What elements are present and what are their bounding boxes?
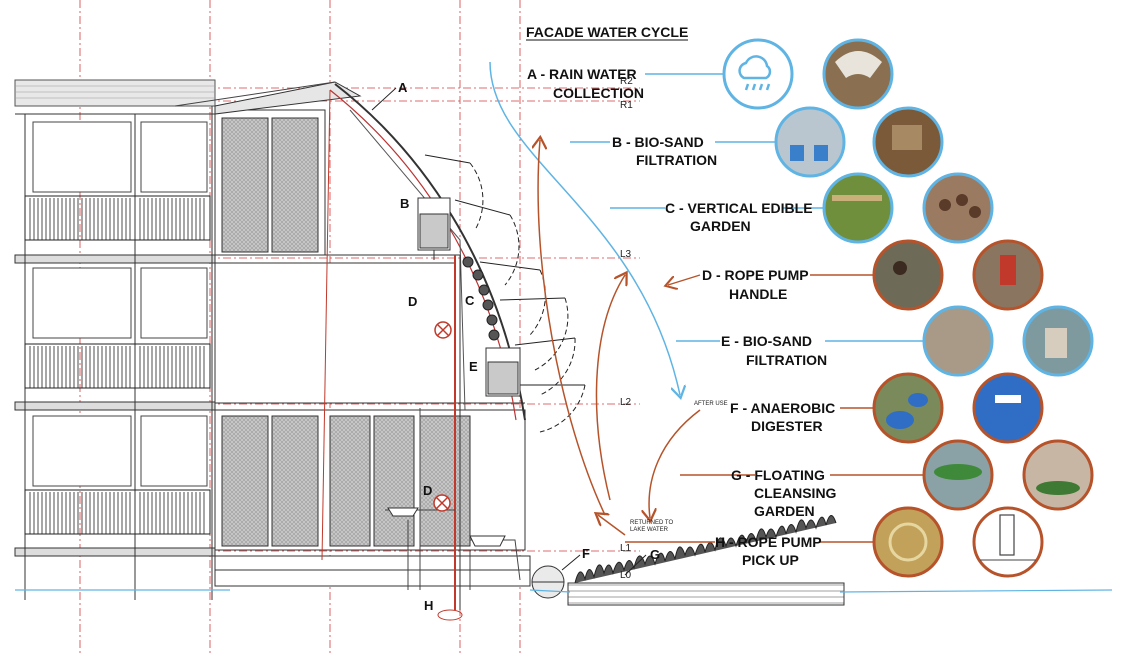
lift-flow-curve: [595, 275, 625, 501]
level-l3: L3: [620, 249, 632, 260]
step-labels: A - RAIN WATER COLLECTION B - BIO-SAND F…: [527, 66, 837, 568]
step-e-label-2: FILTRATION: [746, 352, 827, 368]
photo-digester-2: [972, 372, 1044, 444]
tag-g: G: [650, 547, 660, 562]
sinks: [387, 507, 506, 547]
step-d-label: D - ROPE PUMP: [702, 267, 809, 283]
floating-garden: [567, 515, 845, 606]
step-h-label-2: PICK UP: [742, 552, 799, 568]
photo-rope-pump-handle-1: [872, 239, 944, 311]
tag-leaders: [371, 87, 647, 576]
step-f-label-2: DIGESTER: [751, 418, 823, 434]
returned-note-1: RETURNED TO: [630, 520, 673, 526]
building-left-block: [14, 79, 216, 600]
photo-digester-1: [872, 372, 944, 444]
photo-biosand-2: [872, 106, 944, 178]
returned-note-2: LAKE WATER: [630, 527, 669, 533]
anaerobic-digester: [531, 565, 565, 599]
photo-rope-pump-handle-2: [972, 239, 1044, 311]
photo-rain-collection: [822, 38, 894, 110]
level-l0: L0: [620, 570, 632, 581]
tag-d1: D: [408, 294, 417, 309]
step-e-label: E - BIO-SAND: [721, 333, 812, 349]
photo-biosand-1: [774, 106, 846, 178]
tag-c: C: [465, 293, 475, 308]
photo-biosand-e-2: [1022, 305, 1094, 377]
step-b-label: B - BIO-SAND: [612, 134, 704, 150]
photo-biosand-e-1: [922, 305, 994, 377]
rope-pump-wheels: [433, 321, 452, 512]
step-a-label: A - RAIN WATER: [527, 66, 637, 82]
step-g-label-2: CLEANSING: [754, 485, 837, 501]
rain-collection-icon-circle: [722, 38, 794, 110]
rain-cloud-icon: [738, 55, 772, 91]
photo-rope-pump-pickup-2: [972, 506, 1044, 578]
tag-b: B: [400, 196, 409, 211]
step-a-label-2: COLLECTION: [553, 85, 644, 101]
photo-circles: [722, 38, 1094, 578]
level-l1: L1: [620, 543, 632, 554]
level-markers: R2 R1 L3 L2 L1 L0: [620, 76, 633, 581]
step-h-label: H - ROPE PUMP: [715, 534, 822, 550]
step-d-label-2: HANDLE: [729, 286, 787, 302]
return-arrow: [598, 515, 626, 536]
balcony-railings: [24, 195, 211, 535]
photo-floating-garden-2: [1022, 439, 1094, 511]
step-g-label-3: GARDEN: [754, 503, 815, 519]
tag-e: E: [469, 359, 478, 374]
water-line: [15, 589, 1113, 593]
edible-garden-planters: [462, 256, 500, 341]
photo-floating-garden-1: [922, 439, 994, 511]
step-f-label: F - ANAEROBIC: [730, 400, 835, 416]
diagram-title: FACADE WATER CYCLE: [526, 24, 688, 40]
tank-e: [485, 347, 521, 397]
after-use-note: AFTER USE: [694, 401, 728, 407]
tank-b: [417, 197, 451, 260]
tag-f: F: [582, 546, 590, 561]
building-right-block: [174, 81, 531, 587]
step-c-label-2: GARDEN: [690, 218, 751, 234]
return-flow-curve: [538, 140, 606, 516]
level-r2: R2: [620, 76, 633, 87]
photo-edible-garden-2: [922, 172, 994, 244]
after-use-flow-curve: [649, 409, 701, 518]
drawing-tags: A B C D D E F G H: [398, 80, 660, 613]
tag-d2: D: [423, 483, 432, 498]
tag-a: A: [398, 80, 408, 95]
rain-flow-curve: [489, 61, 680, 395]
step-g-label: G - FLOATING: [731, 467, 825, 483]
level-l2: L2: [620, 397, 632, 408]
windows-and-railings: [32, 121, 208, 487]
photo-rope-pump-pickup-1: [872, 506, 944, 578]
photo-edible-garden-1: [822, 172, 894, 244]
leader-lines: [570, 73, 925, 543]
tag-h: H: [424, 598, 433, 613]
level-r1: R1: [620, 100, 633, 111]
step-c-label: C - VERTICAL EDIBLE: [665, 200, 813, 216]
step-b-label-2: FILTRATION: [636, 152, 717, 168]
